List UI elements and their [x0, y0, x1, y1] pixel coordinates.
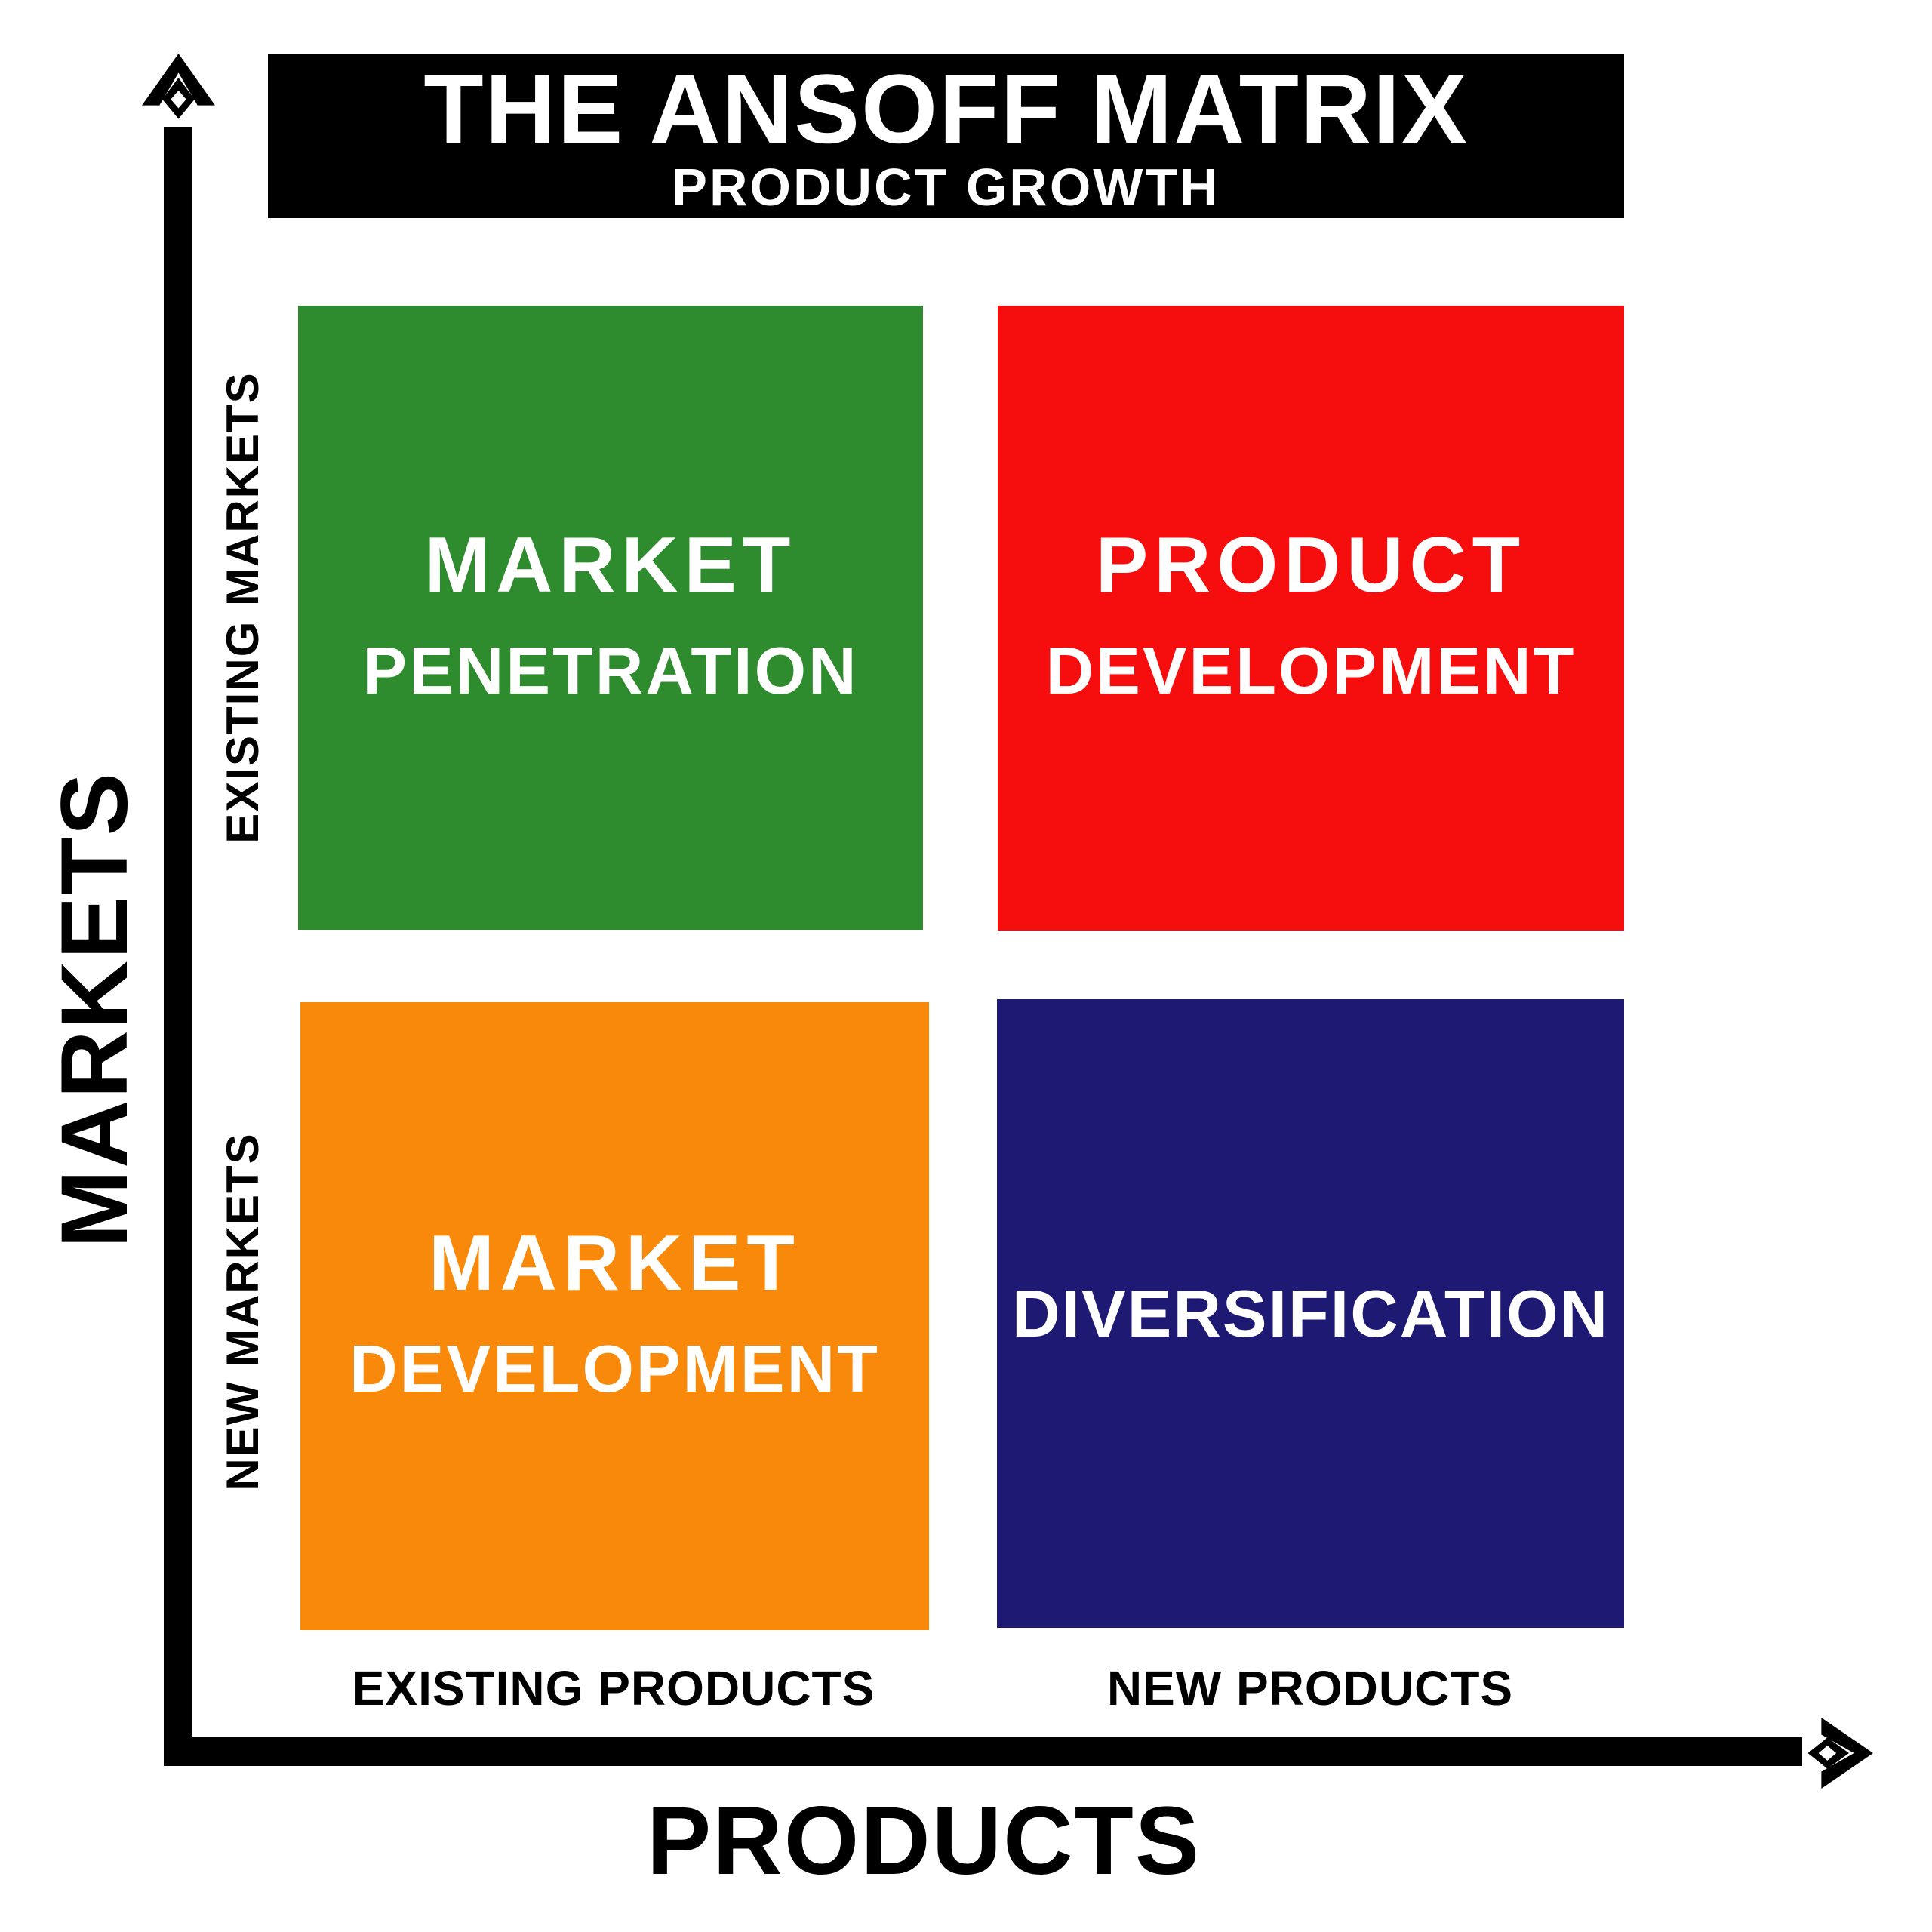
- x-axis-title: PRODUCTS: [646, 1787, 1201, 1895]
- quadrant-label-line2: PENETRATION: [362, 632, 859, 708]
- quadrant-label-line1: MARKET: [424, 521, 797, 609]
- x-axis-line: [164, 1737, 1802, 1766]
- y-axis-title: MARKETS: [42, 771, 147, 1249]
- quadrant-diversification: DIVERSIFICATION: [997, 999, 1624, 1628]
- title-banner: THE ANSOFF MATRIX PRODUCT GROWTH: [268, 54, 1624, 218]
- quadrant-label-line1: PRODUCT: [1095, 521, 1527, 609]
- y-axis-line: [164, 127, 192, 1766]
- quadrant-label-line1: MARKET: [429, 1220, 801, 1307]
- quadrant-label-line1: DIVERSIFICATION: [1011, 1275, 1610, 1351]
- x-axis-right-category-label: NEW PRODUCTS: [1106, 1661, 1514, 1715]
- y-axis-bottom-category-label: NEW MARKETS: [217, 1132, 268, 1491]
- diagram-title: THE ANSOFF MATRIX: [423, 54, 1469, 164]
- y-axis-top-category-label: EXISTING MARKETS: [217, 371, 268, 844]
- quadrant-label-line2: DEVELOPMENT: [349, 1331, 880, 1406]
- x-axis-left-category-label: EXISTING PRODUCTS: [352, 1661, 875, 1715]
- x-axis-arrow-right-icon: [1807, 1718, 1873, 1789]
- diagram-subtitle: PRODUCT GROWTH: [672, 158, 1220, 217]
- quadrant-product-development: PRODUCT DEVELOPMENT: [998, 306, 1624, 931]
- quadrant-market-development: MARKET DEVELOPMENT: [300, 1002, 929, 1630]
- y-axis-arrow-up-icon: [142, 54, 215, 119]
- quadrant-label-line2: DEVELOPMENT: [1045, 633, 1577, 708]
- quadrant-market-penetration: MARKET PENETRATION: [298, 306, 923, 930]
